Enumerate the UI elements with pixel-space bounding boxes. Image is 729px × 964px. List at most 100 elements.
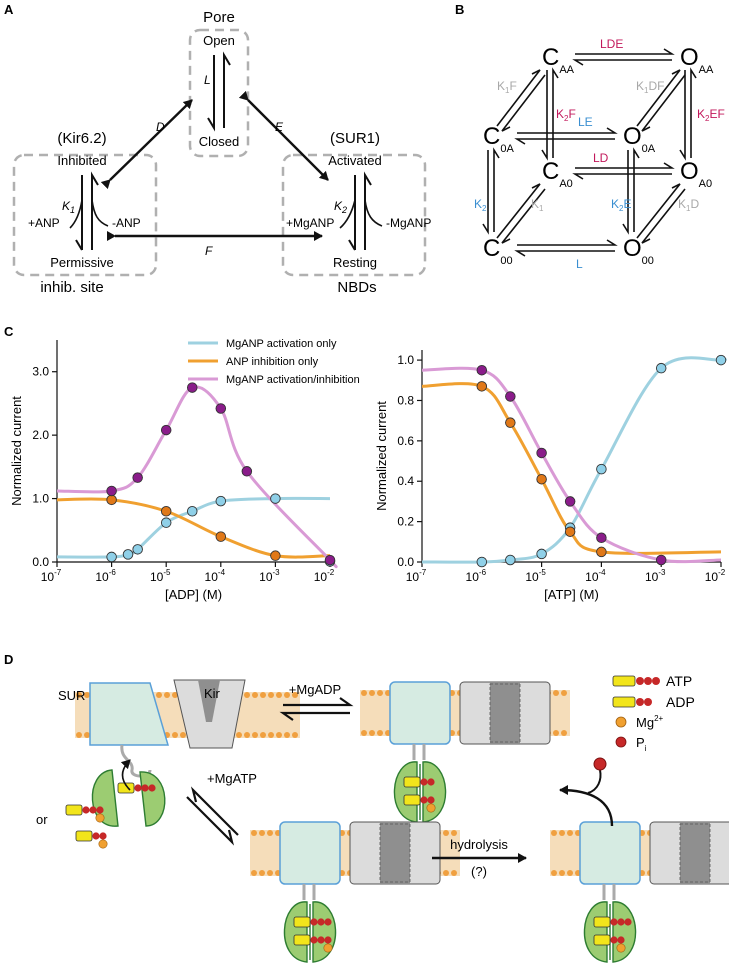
constant-D: D xyxy=(156,120,165,134)
coupling-arrow-E xyxy=(238,90,329,181)
data-point xyxy=(324,554,336,566)
state3-bound-nucleotide-phosphate xyxy=(324,918,332,926)
y-axis-label: Normalized current xyxy=(374,401,389,511)
state4-membrane-lipid-head xyxy=(551,830,557,836)
state4-nbd1 xyxy=(583,901,608,963)
constant-L: L xyxy=(204,73,211,87)
or-label: or xyxy=(36,812,48,827)
label-K2F: K2F xyxy=(556,107,576,123)
free-mgatp-magnesium xyxy=(95,813,105,823)
state1-membrane-lipid-head xyxy=(252,732,258,738)
y-tick-label: 1.0 xyxy=(397,353,414,367)
constant-K1: K1 xyxy=(62,199,75,215)
x-axis-label: [ATP] (M) xyxy=(544,587,599,602)
state4-bound-nucleotide-phosphate xyxy=(617,936,625,944)
state1-membrane-lipid-head xyxy=(268,692,274,698)
state2-bound-nucleotide-phosphate xyxy=(427,778,435,786)
state1-membrane-lipid-head xyxy=(276,692,282,698)
state4-bound-nucleotide-phosphate xyxy=(624,918,632,926)
state-O-00: O00 xyxy=(623,235,654,267)
plus-mgatp-label: +MgATP xyxy=(207,771,257,786)
mgadp-eq-forward xyxy=(283,697,354,707)
state4-membrane-lipid-head xyxy=(567,870,573,876)
cube-edges xyxy=(482,48,697,257)
state3-bound-nucleotide-phosphate xyxy=(324,936,332,944)
constant-K2: K2 xyxy=(334,199,347,215)
x-tick-label: 10-3 xyxy=(259,568,280,584)
free-mgadp-base xyxy=(75,830,93,842)
data-point xyxy=(187,506,198,517)
y-tick-label: 3.0 xyxy=(32,365,49,379)
state1-membrane-lipid-head xyxy=(172,692,178,698)
panel-label-c: C xyxy=(4,324,14,339)
resting-state: Resting xyxy=(333,255,377,270)
state2-pore-outline xyxy=(489,683,521,743)
pore-eq-arrow-down xyxy=(207,55,215,132)
state2-membrane-lipid-head xyxy=(369,730,375,736)
state2-nbd1 xyxy=(393,761,418,823)
state1-membrane-lipid-head xyxy=(268,732,274,738)
mgatp-eq-reverse xyxy=(190,786,239,836)
kir-label: Kir xyxy=(204,686,221,701)
data-point xyxy=(536,473,547,485)
data-point xyxy=(106,485,117,497)
state2-membrane-lipid-head xyxy=(361,730,367,736)
x-tick-label: 10-4 xyxy=(585,568,606,584)
legend-mg-label: Mg2+ xyxy=(636,714,664,730)
legend-pi-dot xyxy=(615,736,627,748)
data-point xyxy=(160,517,172,528)
data-point xyxy=(476,381,488,392)
data-point xyxy=(596,532,607,544)
state1-membrane-lipid-head xyxy=(252,692,258,698)
x-tick-label: 10-7 xyxy=(41,568,62,584)
legend-adp-base xyxy=(612,696,636,708)
sur-title: (SUR1) xyxy=(330,130,380,147)
panel-d: D SUR Kir +MgADP +MgATP hydrolysis (?) o… xyxy=(4,652,729,963)
state2-membrane-lipid-head xyxy=(377,690,383,696)
state3-membrane-lipid-head xyxy=(267,870,273,876)
y-tick-label: 2.0 xyxy=(32,428,49,442)
hydrolysis-label: hydrolysis xyxy=(450,837,508,852)
free-mgadp-magnesium xyxy=(98,839,108,849)
x-tick-label: 10-6 xyxy=(95,568,116,584)
data-point xyxy=(505,417,516,428)
data-point xyxy=(564,526,576,537)
state3-bound-nucleotide-phosphate xyxy=(310,936,318,944)
x-tick-label: 10-5 xyxy=(525,568,546,584)
state-C-00: C00 xyxy=(483,235,513,267)
state1-membrane-lipid-head xyxy=(180,732,186,738)
constant-F: F xyxy=(205,244,213,258)
label-LD: LD xyxy=(593,151,609,165)
state1-membrane-lipid-head xyxy=(244,692,250,698)
data-point xyxy=(241,466,253,477)
label-K1: K1 xyxy=(531,197,544,213)
state3-membrane-lipid-head xyxy=(451,870,457,876)
label-LDE: LDE xyxy=(600,37,623,51)
data-point xyxy=(655,554,667,566)
legend-atp-p2 xyxy=(644,677,652,685)
data-point xyxy=(132,544,143,555)
state2-bound-nucleotide-phosphate xyxy=(427,796,435,804)
state2-membrane-lipid-head xyxy=(361,690,367,696)
state3-membrane-lipid-head xyxy=(259,830,265,836)
state1-membrane-lipid-head xyxy=(156,692,162,698)
kir-eq-arrow-up xyxy=(91,171,99,250)
state4-bound-nucleotide-base xyxy=(593,934,611,946)
state1-bound-atp-phosphate xyxy=(134,784,142,792)
y-tick-label: 1.0 xyxy=(32,492,49,506)
label-K1DF: K1DF xyxy=(636,79,664,95)
data-point xyxy=(122,549,134,560)
coupling-arrow-D xyxy=(100,99,193,190)
state2-bound-nucleotide-phosphate xyxy=(420,778,428,786)
state-C-0A: C0A xyxy=(483,123,514,155)
plus-mganp: +MgANP xyxy=(286,216,334,230)
data-point xyxy=(715,354,727,366)
free-mgatp-phosphate xyxy=(96,806,104,814)
state3-membrane-lipid-head xyxy=(251,870,257,876)
free-mgadp-phosphate xyxy=(99,832,107,840)
state3-membrane-lipid-head xyxy=(251,830,257,836)
state2-membrane-lipid-head xyxy=(377,730,383,736)
legend-atp-label: ATP xyxy=(666,673,692,689)
state2-pore xyxy=(490,682,520,744)
